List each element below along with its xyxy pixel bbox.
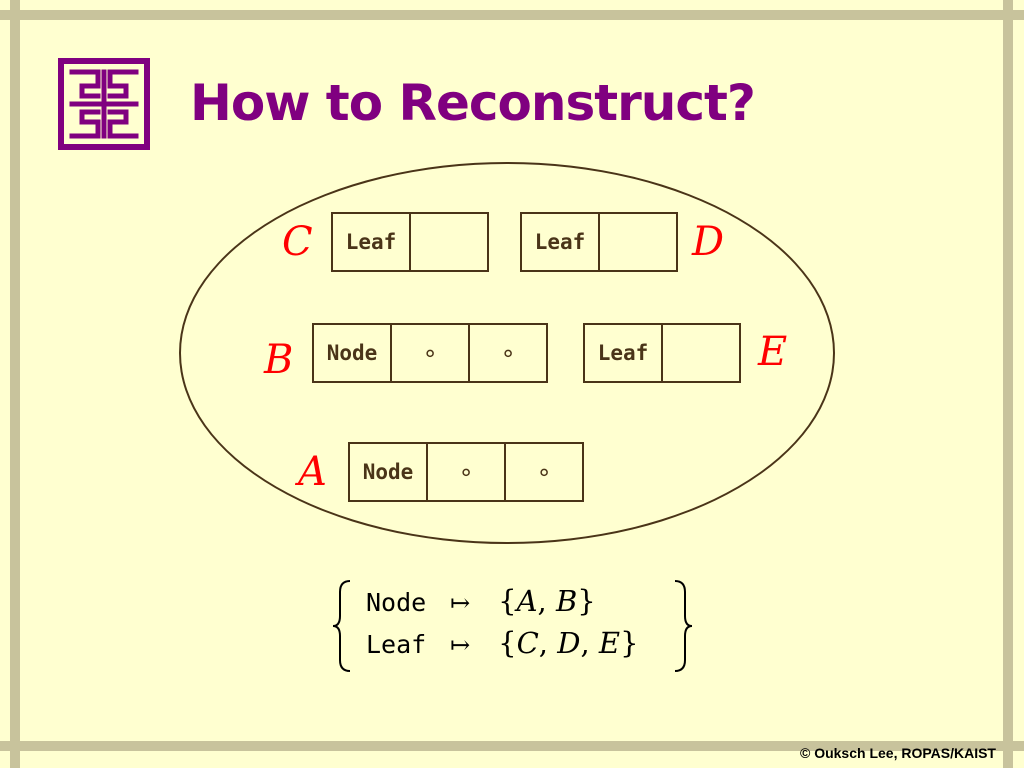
- block-c-empty-cell: [411, 212, 489, 272]
- slide-footer: © Ouksch Lee, ROPAS/KAIST: [800, 745, 996, 761]
- label-e: E: [758, 329, 788, 375]
- block-a: Node ∘ ∘: [348, 442, 584, 502]
- block-b-tag-cell: Node: [312, 323, 392, 383]
- set-element: E: [598, 626, 621, 660]
- frame-right: [1003, 0, 1013, 768]
- block-e-empty-cell: [663, 323, 741, 383]
- block-d-empty-cell: [600, 212, 678, 272]
- frame-left: [10, 0, 20, 768]
- right-brace-icon: [674, 580, 693, 672]
- mapping-formula: Node ↦ {A, B} Leaf ↦ {C, D, E}: [330, 578, 695, 674]
- label-c: C: [282, 219, 313, 265]
- maps-to-arrow: ↦: [450, 589, 471, 617]
- left-brace-icon: [332, 580, 351, 672]
- block-d-tag-cell: Leaf: [520, 212, 600, 272]
- heap-ellipse: [179, 162, 835, 544]
- block-d: Leaf: [520, 212, 678, 272]
- label-d: D: [692, 219, 725, 265]
- mapping-set: {A, B}: [498, 584, 596, 618]
- set-element: B: [555, 584, 578, 618]
- maps-to-arrow: ↦: [450, 631, 471, 659]
- block-e: Leaf: [583, 323, 741, 383]
- mapping-row-node: Node ↦ {A, B}: [366, 584, 596, 618]
- block-c: Leaf: [331, 212, 489, 272]
- mapping-constructor: Node: [366, 588, 427, 617]
- block-e-tag-cell: Leaf: [583, 323, 663, 383]
- label-a: A: [298, 449, 327, 495]
- block-c-tag-cell: Leaf: [331, 212, 411, 272]
- slide-title: How to Reconstruct?: [190, 74, 756, 132]
- set-element: D: [557, 626, 581, 660]
- mapping-set: {C, D, E}: [498, 626, 639, 660]
- mapping-constructor: Leaf: [366, 630, 427, 659]
- block-b: Node ∘ ∘: [312, 323, 548, 383]
- frame-top: [0, 10, 1024, 20]
- meander-logo-icon: [58, 58, 150, 150]
- block-b-pointer-cell-1: ∘: [392, 323, 470, 383]
- label-b: B: [264, 337, 294, 383]
- block-a-pointer-cell-1: ∘: [428, 442, 506, 502]
- block-b-pointer-cell-2: ∘: [470, 323, 548, 383]
- block-a-pointer-cell-2: ∘: [506, 442, 584, 502]
- set-element: A: [516, 584, 538, 618]
- block-a-tag-cell: Node: [348, 442, 428, 502]
- mapping-row-leaf: Leaf ↦ {C, D, E}: [366, 626, 639, 660]
- set-element: C: [516, 626, 539, 660]
- frame-bottom: [0, 741, 1024, 751]
